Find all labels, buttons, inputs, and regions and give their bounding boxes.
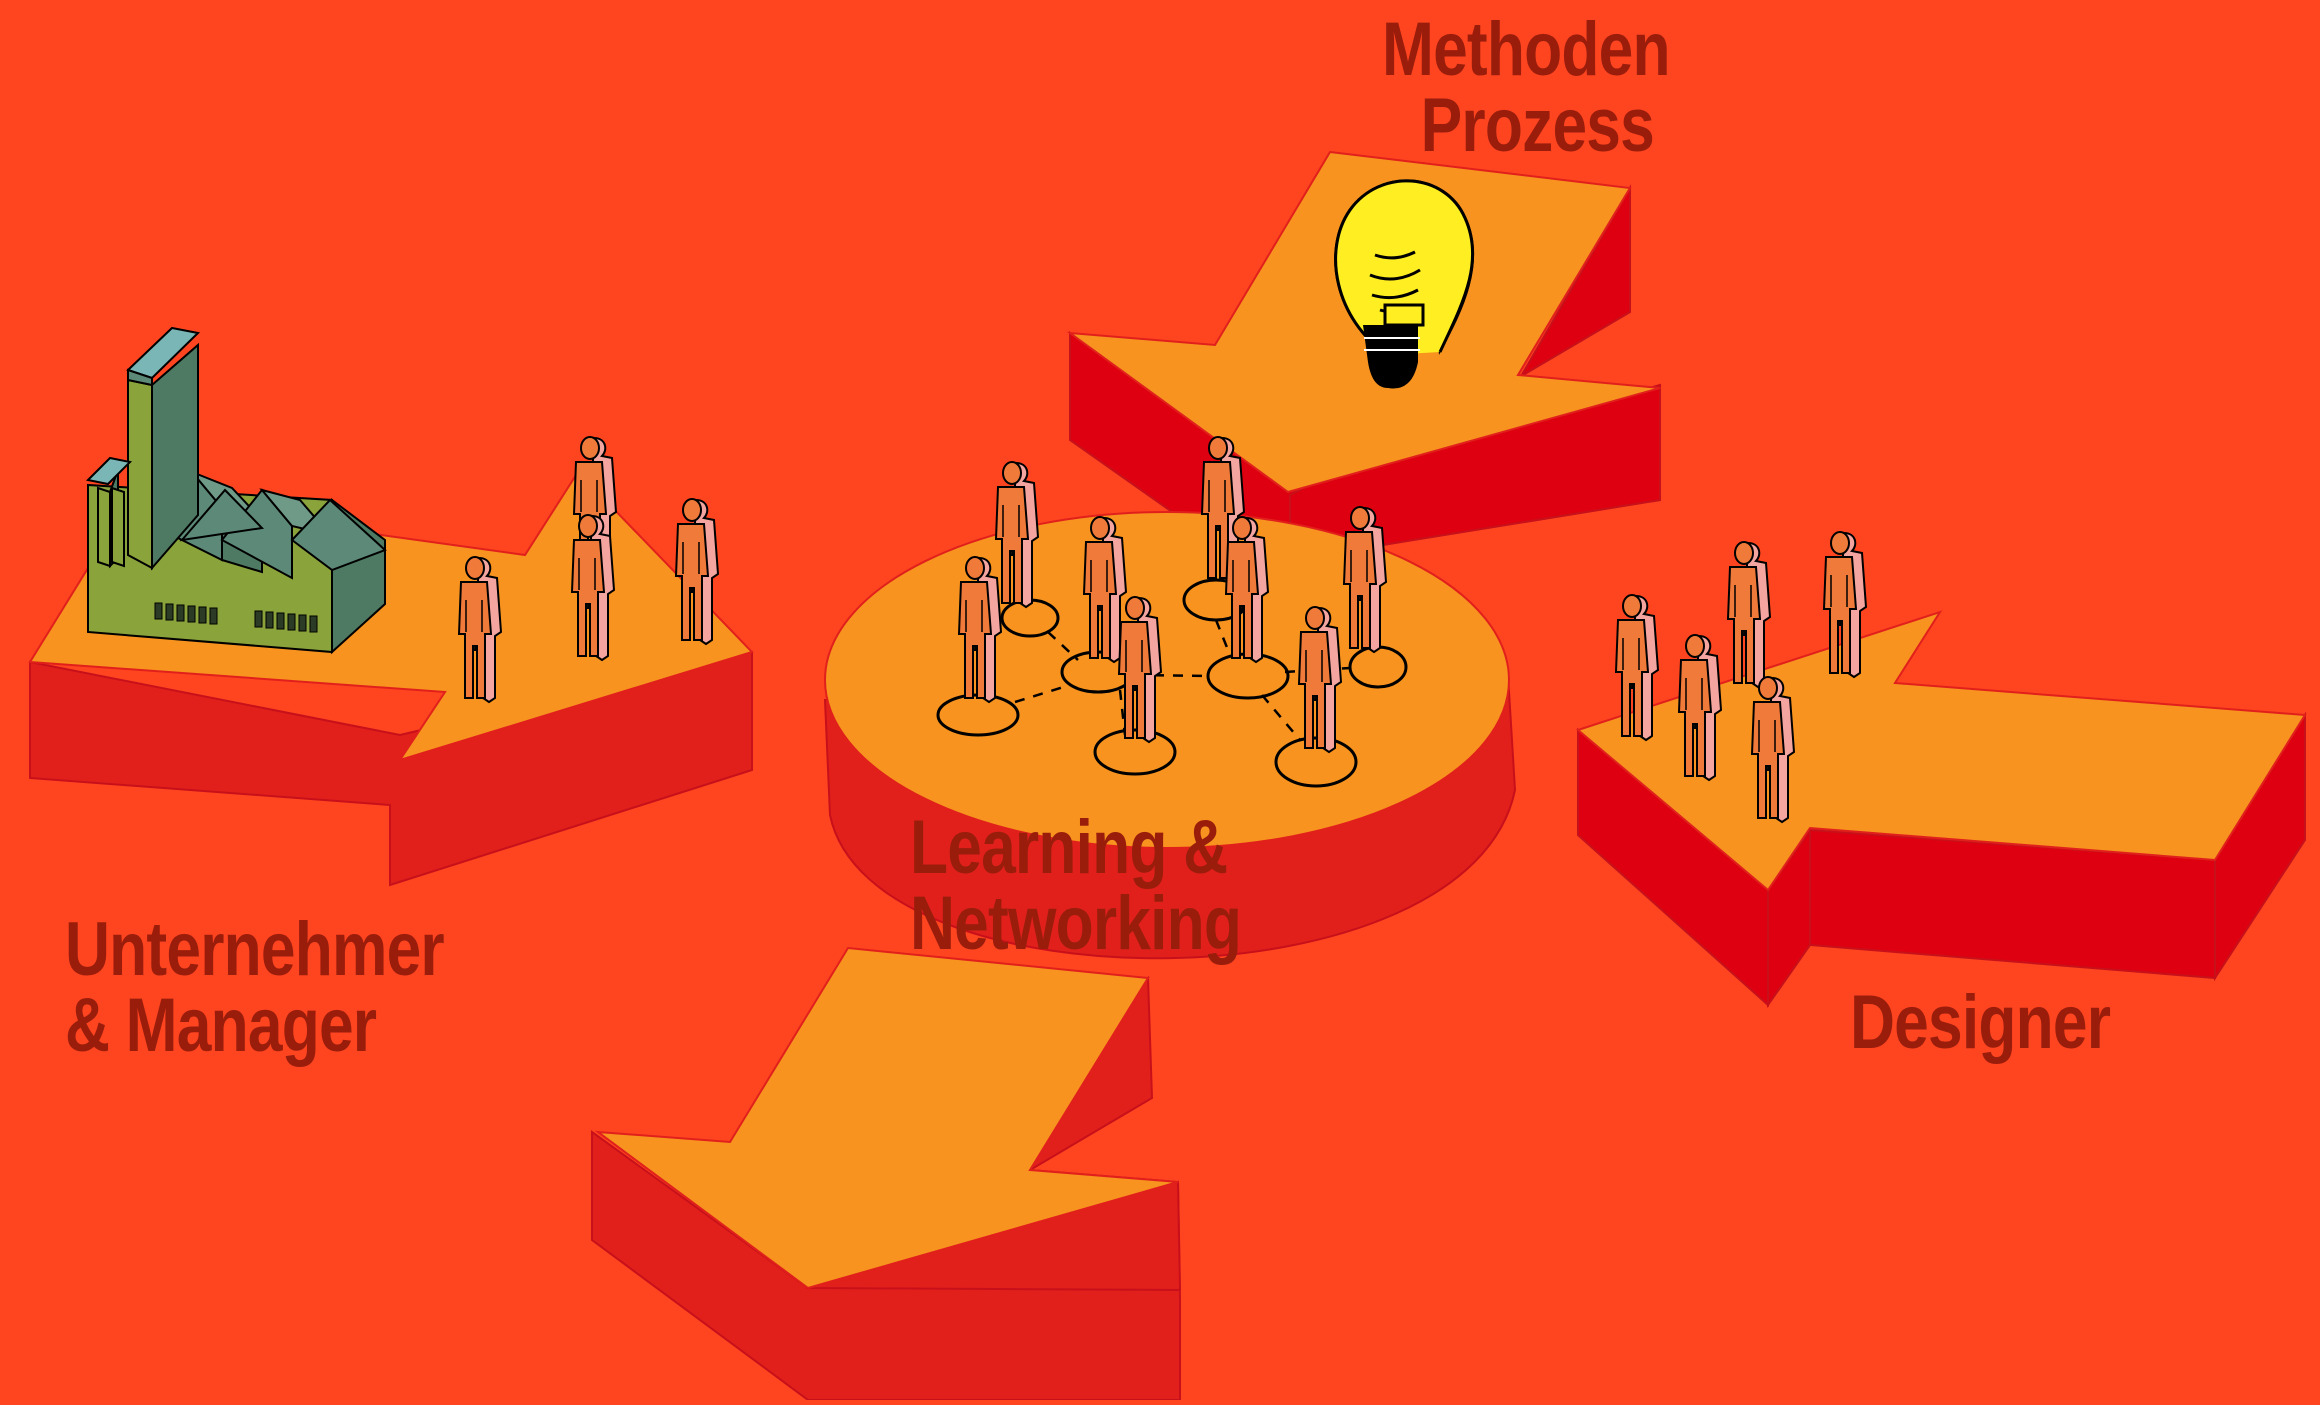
label-line: Designer — [1850, 980, 2111, 1065]
label-line: & Manager — [65, 983, 377, 1068]
label-line: Unternehmer — [65, 907, 445, 992]
factory-icon — [85, 326, 387, 655]
label-line: Networking — [910, 881, 1242, 966]
label-unternehmer-manager: Unternehmer & Manager — [65, 907, 445, 1068]
label-line: Prozess — [1420, 83, 1655, 168]
label-learning-networking: Learning & Networking — [910, 805, 1242, 966]
person-icon — [675, 498, 719, 645]
label-methoden-prozess: Methoden Prozess — [1382, 7, 1671, 168]
label-line: Learning & — [910, 805, 1228, 890]
person-icon — [995, 461, 1039, 608]
person-icon — [1727, 541, 1771, 688]
label-designer: Designer — [1850, 980, 2111, 1065]
label-line: Methoden — [1382, 7, 1671, 92]
person-icon — [1678, 634, 1722, 781]
person-icon — [1823, 531, 1867, 678]
lightbulb-icon — [1334, 179, 1475, 389]
arrow-bottom — [591, 946, 1182, 1401]
person-icon — [1615, 594, 1659, 741]
